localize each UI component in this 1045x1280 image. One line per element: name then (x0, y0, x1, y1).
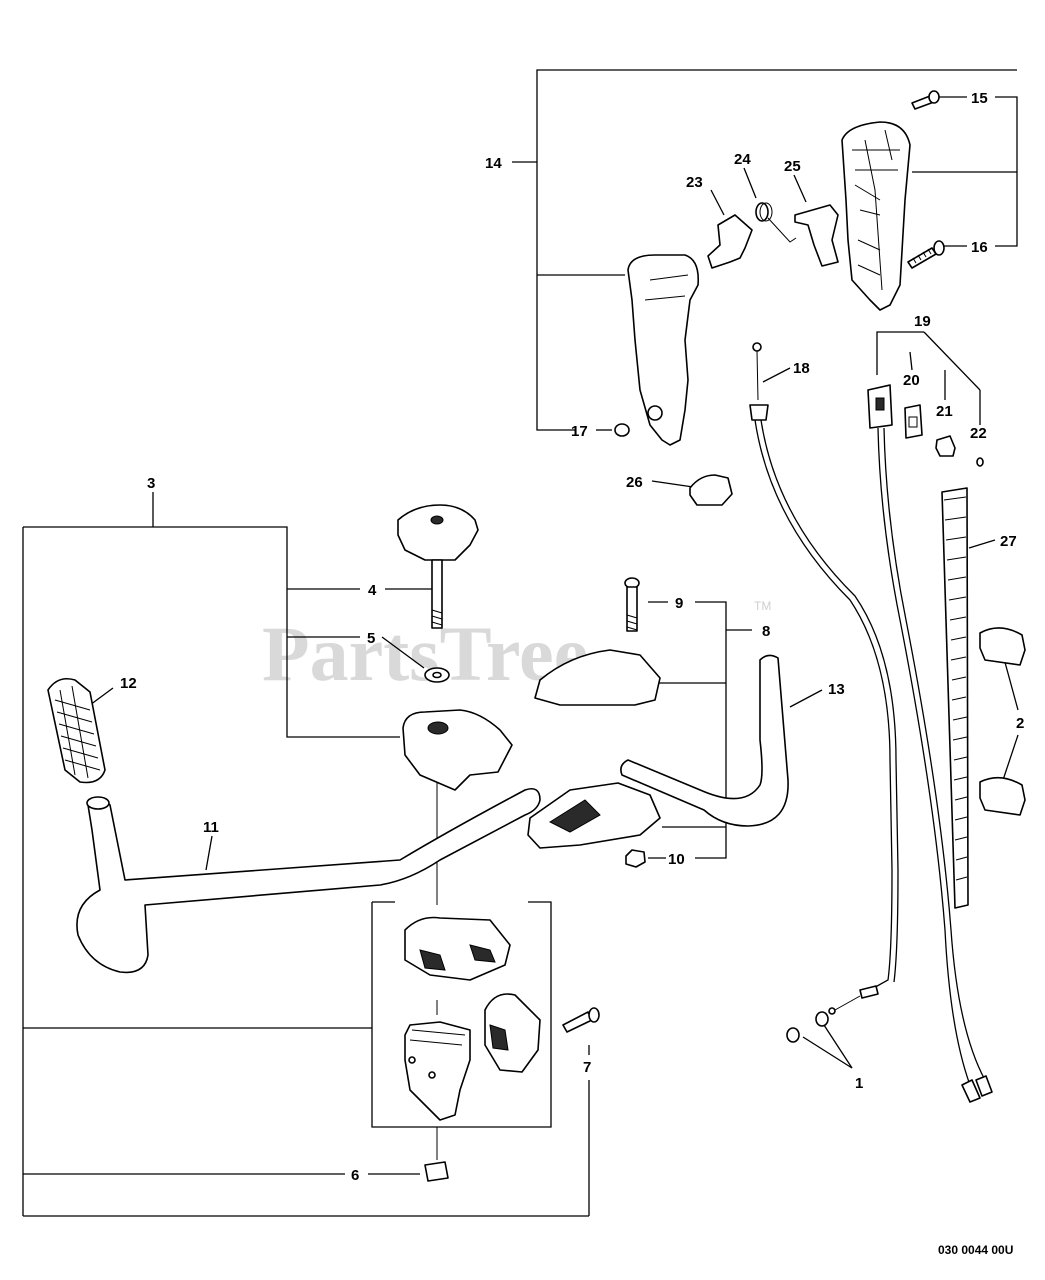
screw-16 (907, 240, 945, 269)
handle-tube-13 (620, 654, 789, 827)
callout-12: 12 (120, 675, 137, 692)
callout-18: 18 (793, 360, 810, 377)
watermark: PartsTree (262, 610, 588, 697)
callout-3: 3 (147, 475, 155, 492)
clip-2a (979, 627, 1026, 666)
bracket-14 (512, 69, 1018, 431)
callout-15: 15 (971, 90, 988, 107)
clamp-upper (402, 709, 513, 791)
handle-half-left (627, 254, 700, 446)
callout-25: 25 (784, 158, 801, 175)
nut-1a (815, 1011, 829, 1027)
diagram-code: 030 0044 00U (938, 1243, 1013, 1257)
callout-26: 26 (626, 474, 643, 491)
washer-5 (424, 667, 450, 683)
callout-24: 24 (734, 151, 751, 168)
callout-5: 5 (367, 630, 375, 647)
callout-13: 13 (828, 681, 845, 698)
callout-17: 17 (571, 423, 588, 440)
callout-9: 9 (675, 595, 683, 612)
part-20 (904, 404, 923, 439)
clamp-lower-top (404, 916, 511, 981)
bracket-8 (648, 601, 752, 859)
bracket-part-8-lower (527, 782, 661, 849)
callout-20: 20 (903, 372, 920, 389)
bracket-part-8-upper (534, 649, 661, 706)
spring-24 (755, 202, 797, 243)
callout-23: 23 (686, 174, 703, 191)
callout-4: 4 (368, 582, 377, 599)
callout-21: 21 (936, 403, 953, 420)
callout-8: 8 (762, 623, 770, 640)
part-22 (976, 457, 984, 467)
callout-16: 16 (971, 239, 988, 256)
bolt-9 (624, 577, 640, 632)
clip-2b (979, 776, 1026, 816)
lever-23 (707, 214, 753, 269)
bracket-3 (22, 492, 590, 1217)
callout-14: 14 (485, 155, 502, 172)
handle-bar-11 (76, 787, 541, 974)
handle-half-right (841, 121, 911, 311)
callout-19: 19 (914, 313, 931, 330)
clamp-lower-bottom (404, 1021, 471, 1121)
callout-2: 2 (1016, 715, 1024, 732)
protector-tube-27 (941, 487, 969, 909)
screw-15 (911, 90, 940, 110)
knob-4 (397, 504, 479, 629)
callout-7: 7 (583, 1059, 591, 1076)
clamp-box (371, 901, 552, 1128)
callout-10: 10 (668, 851, 685, 868)
bracket-19 (876, 331, 981, 425)
callout-6: 6 (351, 1167, 359, 1184)
nut-10 (625, 849, 646, 868)
clamp-side (484, 993, 541, 1073)
throttle-cable-18 (749, 342, 899, 1015)
callout-27: 27 (1000, 533, 1017, 550)
watermark-trademark: TM (754, 599, 771, 613)
part-21 (935, 435, 956, 457)
grip-12 (47, 677, 106, 784)
trigger-25 (794, 204, 839, 267)
nut-6 (424, 1161, 449, 1182)
nut-1b (786, 1027, 800, 1043)
callout-22: 22 (970, 425, 987, 442)
nut-17 (614, 423, 630, 437)
stop-switch-wire-19 (867, 384, 993, 1103)
callout-1: 1 (855, 1075, 863, 1092)
clip-26 (689, 474, 733, 506)
callout-11: 11 (203, 819, 219, 836)
bolt-7 (562, 1007, 600, 1033)
